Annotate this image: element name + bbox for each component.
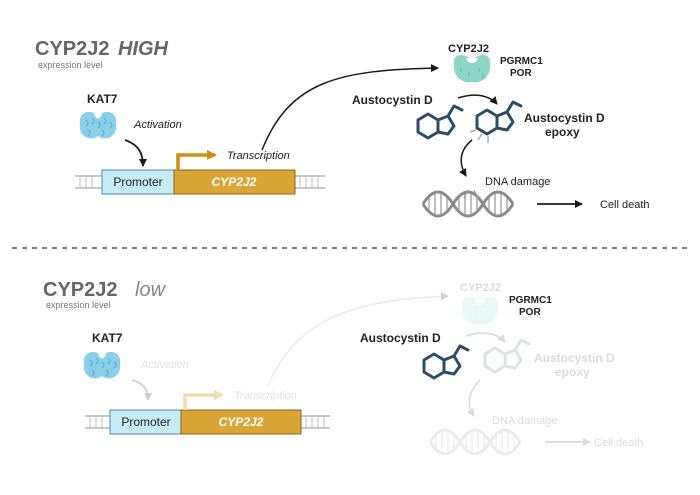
high-transcription-arrow — [176, 150, 217, 170]
high-kat7-protein-icon — [79, 111, 117, 139]
high-transcription-label: Transcription — [227, 150, 290, 162]
low-dna-damage-label: DNA damage — [492, 415, 557, 427]
high-break-mark-icon — [463, 189, 479, 199]
low-faded-reaction: Austocystin D epoxy DNA damage Cell deat… — [428, 332, 644, 456]
low-product-label-2: epoxy — [555, 365, 590, 379]
low-faded-enzyme: CYP2J2 — [460, 282, 501, 325]
low-subtitle: expression level — [46, 300, 111, 310]
low-reaction-arrow — [465, 332, 506, 343]
low-product-label-1: Austocystin D — [534, 351, 615, 365]
low-gene-box — [180, 409, 302, 435]
high-substrate-label: Austocystin D — [352, 93, 433, 107]
high-product-label-2: epoxy — [545, 125, 580, 139]
high-dna-helix-icon — [421, 190, 515, 218]
low-expression-arrow — [267, 292, 449, 387]
high-panel: CYP2J2 HIGH expression level KAT7 Activa… — [35, 38, 650, 218]
low-enzyme-label: CYP2J2 — [460, 282, 501, 294]
low-dna-helix-icon — [428, 428, 522, 456]
high-product-label-1: Austocystin D — [524, 111, 605, 125]
high-level: HIGH — [118, 38, 169, 60]
high-damage-arrow — [459, 139, 473, 177]
low-kat7-protein-icon — [83, 351, 121, 379]
low-cyp2j2-enzyme-icon — [461, 296, 499, 325]
high-pgrmc1-label: PGRMC1 — [500, 56, 543, 67]
high-epoxide-molecule-icon — [475, 100, 523, 136]
high-activation-arrow — [124, 139, 147, 167]
low-pgrmc1-label: PGRMC1 — [509, 295, 552, 306]
high-cell-death-label: Cell death — [600, 199, 650, 211]
low-transcription-label: Transcription — [234, 390, 297, 402]
low-por-label: POR — [519, 307, 541, 318]
low-panel: CYP2J2 low expression level KAT7 Activat… — [43, 279, 644, 456]
high-promoter-box — [101, 169, 175, 195]
high-por-label: POR — [510, 68, 532, 79]
low-transcription-arrow — [183, 390, 224, 410]
high-kat7-label: KAT7 — [87, 92, 118, 106]
low-epoxide-molecule-icon — [483, 338, 531, 374]
high-title: CYP2J2 — [35, 38, 110, 60]
high-dna-damage-label: DNA damage — [485, 176, 550, 188]
high-austocystin-molecule-icon — [416, 104, 464, 140]
low-promoter-label: Promoter — [121, 415, 170, 429]
low-cell-death-label: Cell death — [594, 437, 644, 449]
high-subtitle: expression level — [38, 60, 103, 70]
low-gene-label: CYP2J2 — [219, 415, 264, 429]
low-promoter-box — [109, 409, 182, 435]
high-expression-arrow — [261, 64, 439, 151]
high-cyp2j2-enzyme-icon — [453, 54, 491, 83]
low-austocystin-molecule-icon — [422, 344, 470, 380]
low-damage-arrow — [466, 379, 481, 417]
high-gene-box — [173, 169, 296, 195]
low-substrate-label: Austocystin D — [360, 331, 441, 345]
high-damage-spark-icon — [469, 129, 489, 143]
high-promoter-label: Promoter — [113, 175, 162, 189]
high-gene-label: CYP2J2 — [212, 175, 257, 189]
high-reaction-arrow — [457, 94, 498, 105]
high-activation-label: Activation — [133, 119, 182, 131]
low-activation-label: Activation — [140, 359, 189, 371]
high-enzyme-label: CYP2J2 — [448, 43, 489, 55]
low-activation-arrow — [131, 379, 152, 401]
low-kat7-label: KAT7 — [92, 331, 123, 345]
low-title: CYP2J2 — [43, 279, 118, 301]
low-level: low — [135, 279, 167, 301]
